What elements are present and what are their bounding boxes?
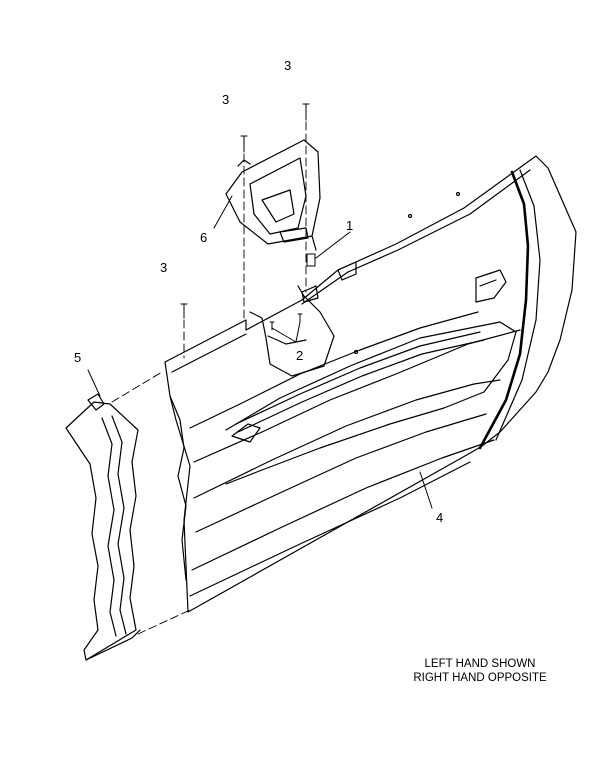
screw-fasteners	[180, 103, 316, 331]
orientation-note: LEFT HAND SHOWN RIGHT HAND OPPOSITE	[360, 657, 600, 685]
note-line-2: RIGHT HAND OPPOSITE	[413, 672, 547, 684]
callout-3-top: 3	[284, 58, 291, 73]
callout-1: 1	[346, 218, 353, 233]
callout-6: 6	[200, 230, 207, 245]
callout-3-mid: 3	[222, 92, 229, 107]
note-line-1: LEFT HAND SHOWN	[424, 658, 536, 670]
assembly-lines	[111, 121, 307, 635]
callout-5: 5	[74, 350, 81, 365]
callout-3-left: 3	[160, 260, 167, 275]
door-trim-panel	[164, 155, 577, 613]
callout-2: 2	[296, 348, 303, 363]
spacer-strip	[65, 393, 141, 661]
callout-4: 4	[436, 510, 443, 525]
pocket-housing	[225, 139, 321, 251]
lower-bracket	[249, 285, 335, 377]
leader-lines	[87, 195, 433, 509]
